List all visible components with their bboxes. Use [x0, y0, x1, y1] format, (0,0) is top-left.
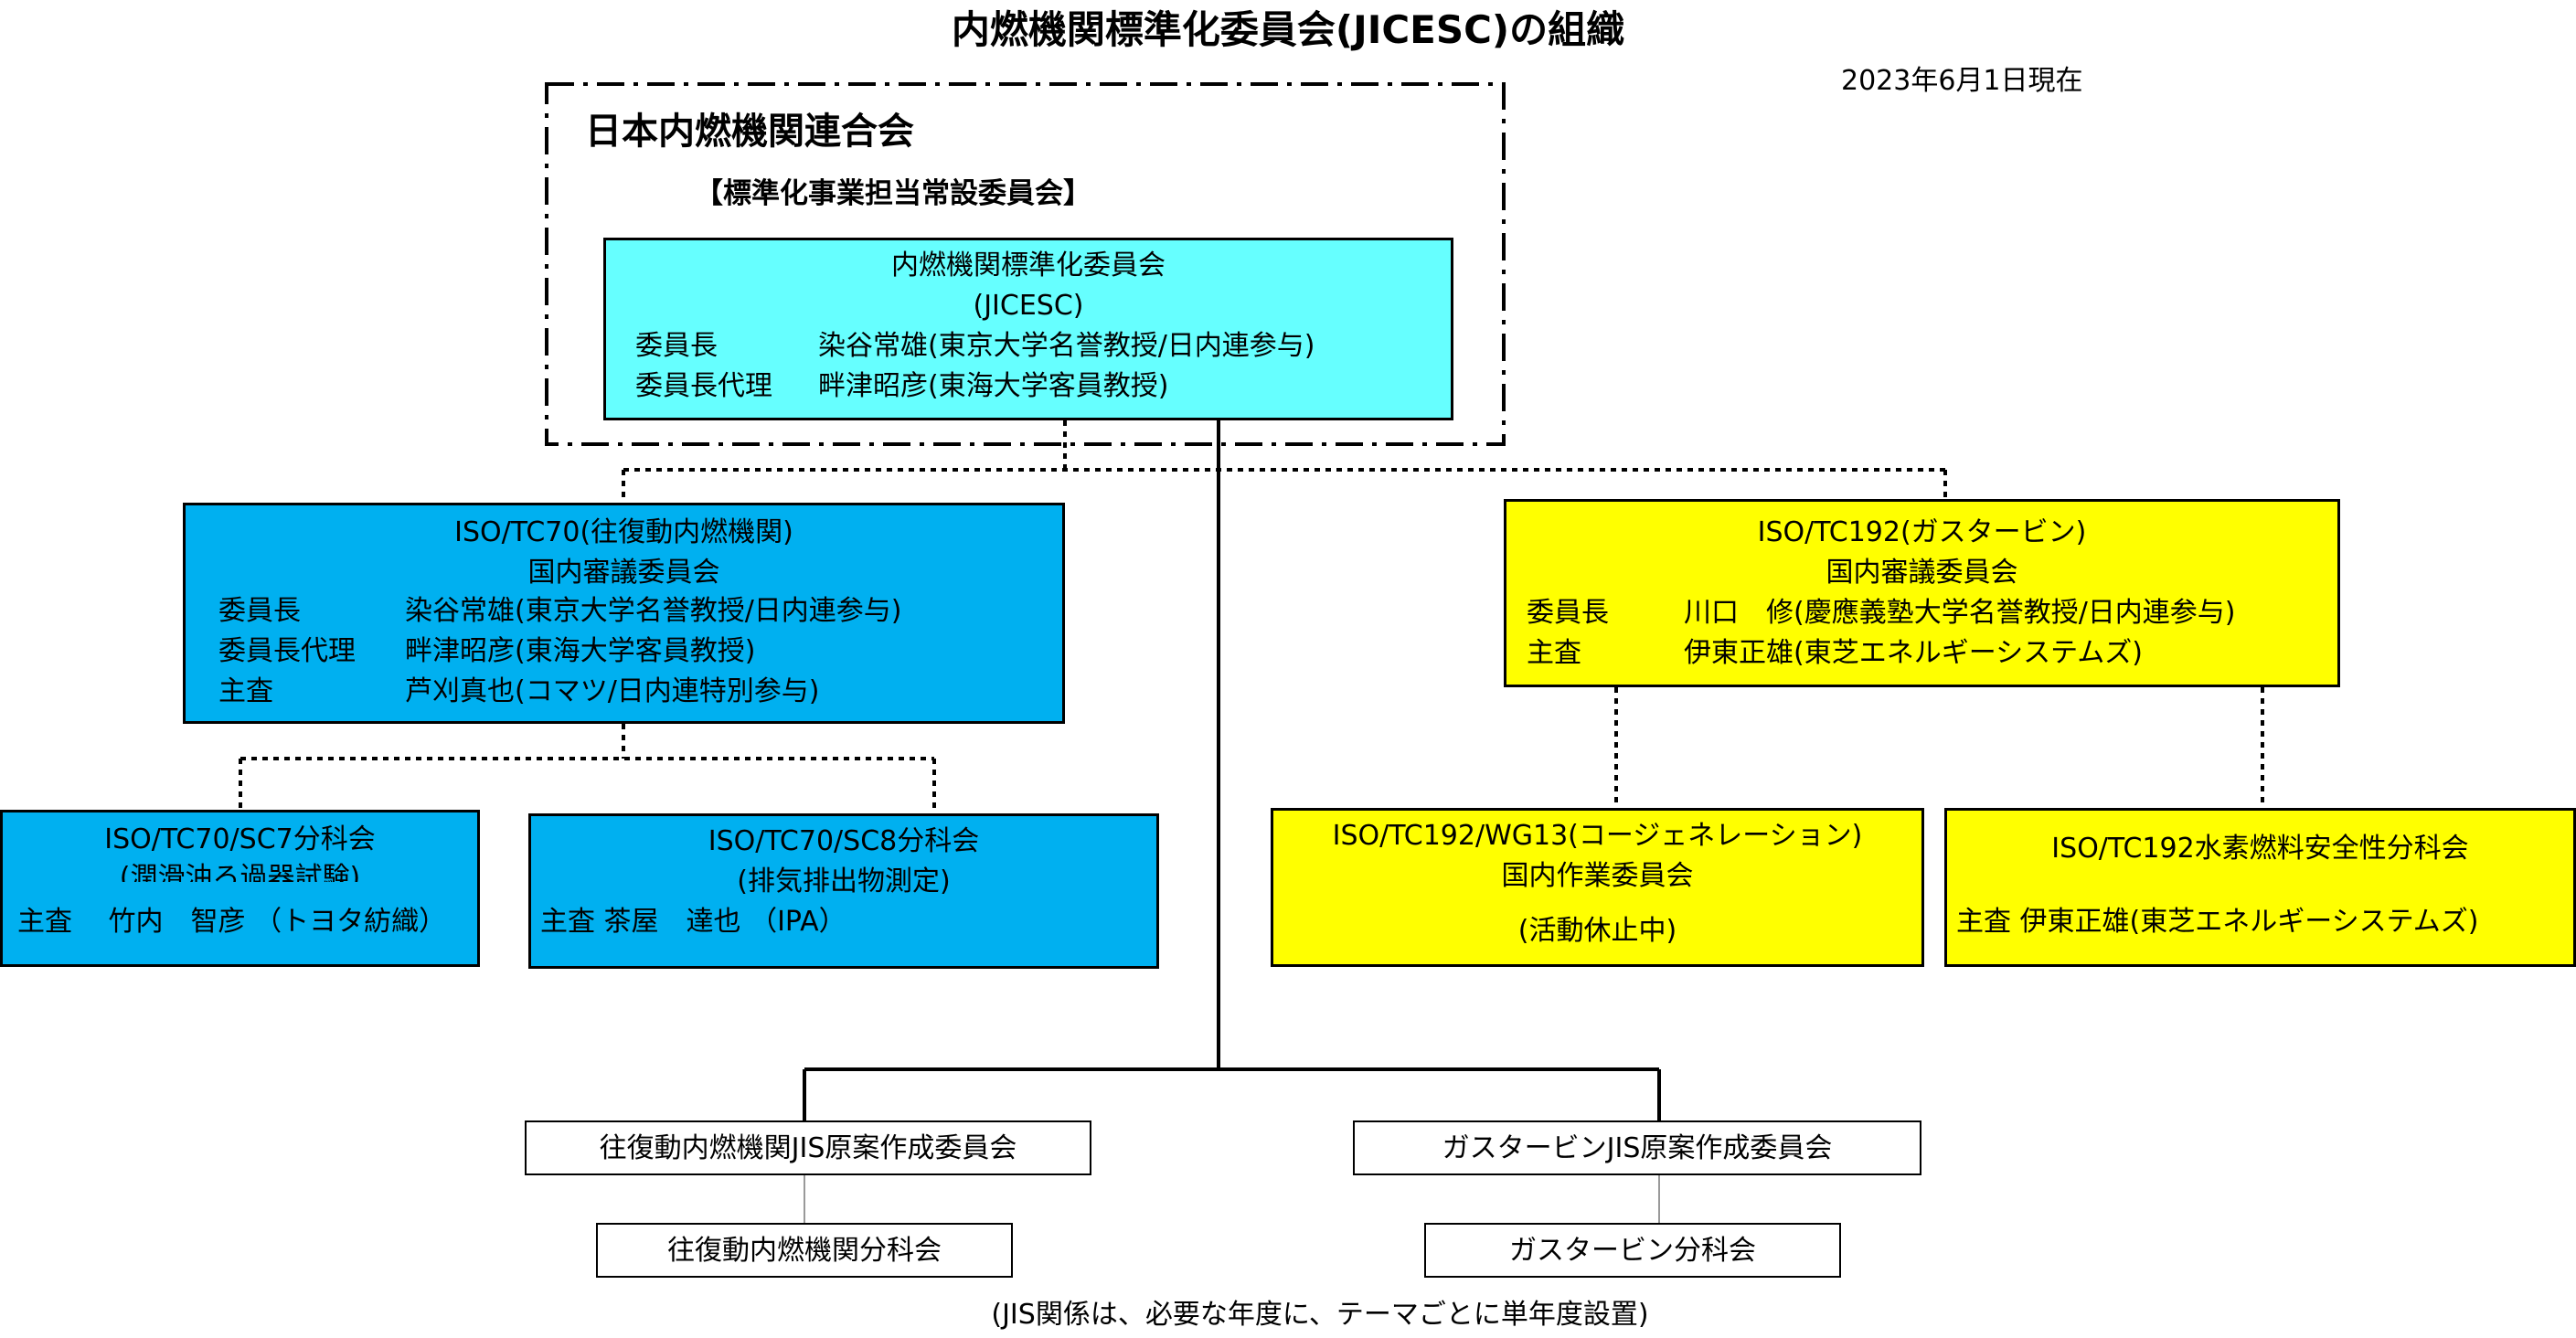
tc192-chair-row: 委員長 川口 修(慶應義塾大学名誉教授/日内連参与) [1527, 593, 2331, 633]
jis-gt-committee-box: ガスタービンJIS原案作成委員会 [1353, 1120, 1921, 1175]
tc192-name: ISO/TC192(ガスタービン) [1757, 516, 2087, 548]
jis-gt-committee: ガスタービンJIS原案作成委員会 [1442, 1132, 1833, 1164]
jicesc-vice-role: 委員長代理 [635, 370, 772, 402]
org-subtitle: 【標準化事業担当常設委員会】 [695, 177, 1091, 210]
sc7-name: ISO/TC70/SC7分科会 [104, 823, 376, 855]
tc70-box: ISO/TC70(往復動内燃機関) 国内審議委員会 委員長 染谷常雄(東京大学名… [183, 503, 1065, 724]
wg13-committee: 国内作業委員会 [1501, 860, 1694, 892]
jicesc-box: 内燃機関標準化委員会 (JICESC) 委員長 染谷常雄(東京大学名誉教授/日内… [603, 238, 1453, 420]
tc192-sec-role: 主査 [1527, 637, 1581, 669]
h2-box: ISO/TC192水素燃料安全性分科会 主査 伊東正雄(東芝エネルギーシステムズ… [1944, 808, 2576, 967]
tc70-sec-role: 主査 [218, 675, 273, 707]
jicesc-chair-row: 委員長 染谷常雄(東京大学名誉教授/日内連参与) [635, 326, 1440, 366]
tc70-name: ISO/TC70(往復動内燃機関) [454, 516, 793, 548]
org-group-border [545, 82, 1506, 446]
h2-lead: 主査 伊東正雄(東芝エネルギーシステムズ) [1956, 906, 2479, 938]
jis-gt-sub-box: ガスタービン分科会 [1424, 1223, 1841, 1278]
tc70-chair-row: 委員長 染谷常雄(東京大学名誉教授/日内連参与) [218, 591, 1041, 632]
h2-name: ISO/TC192水素燃料安全性分科会 [2051, 833, 2469, 865]
tc192-sec: 伊東正雄(東芝エネルギーシステムズ) [1684, 637, 2143, 669]
tc70-vice-row: 委員長代理 畔津昭彦(東海大学客員教授) [218, 632, 1041, 672]
jis-gt-sub: ガスタービン分科会 [1509, 1235, 1756, 1267]
tc70-chair-role: 委員長 [218, 595, 301, 627]
wg13-box: ISO/TC192/WG13(コージェネレーション) 国内作業委員会 (活動休止… [1271, 808, 1924, 967]
sc8-lead: 主査 茶屋 達也 （IPA） [540, 906, 846, 938]
jis-recip-committee-box: 往復動内燃機関JIS原案作成委員会 [525, 1120, 1091, 1175]
jis-note: (JIS関係は、必要な年度に、テーマごとに単年度設置) [991, 1299, 1649, 1331]
jicesc-abbr: (JICESC) [973, 290, 1084, 322]
tc192-chair: 川口 修(慶應義塾大学名誉教授/日内連参与) [1684, 597, 2236, 629]
jicesc-vice-row: 委員長代理 畔津昭彦(東海大学客員教授) [635, 366, 1440, 407]
jicesc-name: 内燃機関標準化委員会 [891, 250, 1166, 281]
wg13-name: ISO/TC192/WG13(コージェネレーション) [1332, 820, 1863, 852]
sc8-name: ISO/TC70/SC8分科会 [708, 825, 980, 857]
sc7-lead: 主査 竹内 智彦 （トヨタ紡織） [17, 906, 447, 938]
jicesc-vice: 畔津昭彦(東海大学客員教授) [818, 370, 1169, 402]
tc192-committee: 国内審議委員会 [1826, 557, 2018, 589]
sc8-box: ISO/TC70/SC8分科会 (排気排出物測定) 主査 茶屋 達也 （IPA） [528, 813, 1159, 969]
tc70-committee: 国内審議委員会 [527, 557, 720, 589]
jicesc-chair-role: 委員長 [635, 330, 718, 362]
jis-recip-sub-box: 往復動内燃機関分科会 [596, 1223, 1013, 1278]
tc70-vice-role: 委員長代理 [218, 635, 356, 667]
tc192-chair-role: 委員長 [1527, 597, 1609, 629]
jis-recip-committee: 往復動内燃機関JIS原案作成委員会 [599, 1132, 1017, 1164]
org-name: 日本内燃機関連合会 [585, 111, 914, 153]
tc70-sec-row: 主査 芦刈真也(コマツ/日内連特別参与) [218, 672, 1041, 712]
tc70-chair: 染谷常雄(東京大学名誉教授/日内連参与) [405, 595, 902, 627]
wg13-status: (活動休止中) [1517, 915, 1677, 947]
date-label: 2023年6月1日現在 [1841, 65, 2083, 97]
page-title: 内燃機関標準化委員会(JICESC)の組織 [951, 7, 1625, 52]
tc192-sec-row: 主査 伊東正雄(東芝エネルギーシステムズ) [1527, 633, 2331, 674]
jicesc-chair: 染谷常雄(東京大学名誉教授/日内連参与) [818, 330, 1315, 362]
sc7-topic: (潤滑油ろ過器試験) [119, 862, 361, 882]
sc8-topic: (排気排出物測定) [737, 865, 951, 897]
tc70-vice: 畔津昭彦(東海大学客員教授) [405, 635, 756, 667]
jis-recip-sub: 往復動内燃機関分科会 [667, 1235, 942, 1267]
tc192-box: ISO/TC192(ガスタービン) 国内審議委員会 委員長 川口 修(慶應義塾大… [1504, 499, 2340, 687]
sc7-box: ISO/TC70/SC7分科会 (潤滑油ろ過器試験) 主査 竹内 智彦 （トヨタ… [0, 810, 480, 967]
tc70-sec: 芦刈真也(コマツ/日内連特別参与) [405, 675, 820, 707]
